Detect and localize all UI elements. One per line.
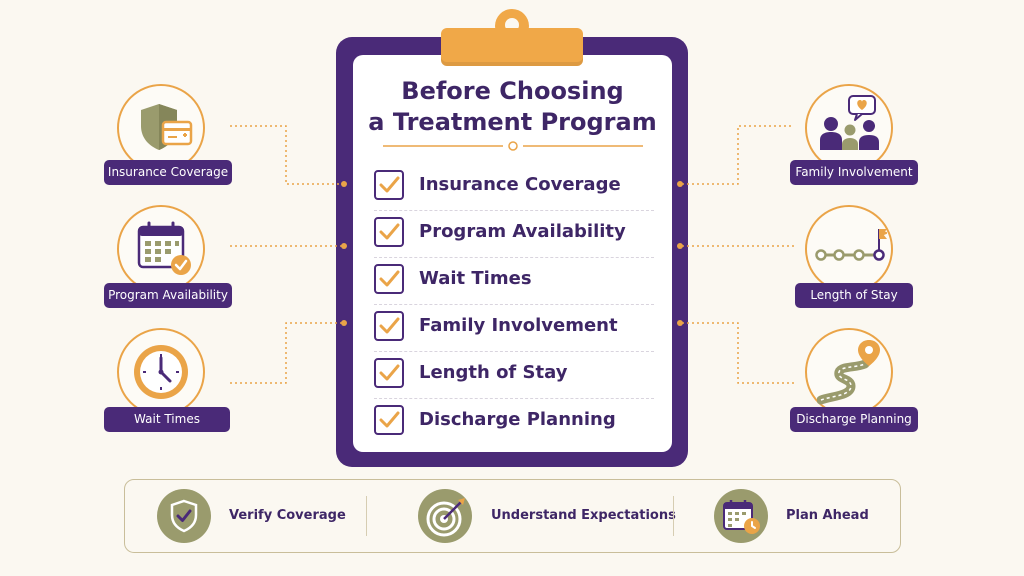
plan-ahead-badge	[714, 489, 768, 543]
wait-times-circle	[117, 328, 205, 416]
bottom-summary-bar	[124, 479, 901, 553]
target-icon	[426, 498, 465, 537]
row-divider	[374, 257, 654, 258]
side-label-pill: Family Involvement	[790, 160, 918, 185]
checkbox-checked-icon	[374, 311, 404, 341]
checkbox-checked-icon	[374, 217, 404, 247]
calendar-clock-icon	[723, 500, 760, 534]
connector-line	[677, 125, 794, 187]
clock-icon	[134, 345, 188, 399]
connector-line	[677, 320, 794, 384]
checkbox-checked-icon	[374, 264, 404, 294]
checklist-item: Family Involvement	[374, 311, 654, 357]
title-divider	[383, 141, 643, 151]
understand-expectations-label: Understand Expectations	[491, 508, 676, 523]
side-label-pill: Insurance Coverage	[104, 160, 232, 185]
clipboard-paper	[353, 55, 672, 452]
timeline-flag-icon	[815, 229, 887, 261]
shield-check-icon	[170, 499, 198, 533]
connector-line	[230, 125, 347, 187]
connector-line	[230, 243, 347, 249]
family-circle	[805, 84, 893, 172]
row-divider	[374, 304, 654, 305]
discharge-circle	[805, 328, 893, 416]
road-pin-icon	[817, 340, 880, 405]
checklist-item: Discharge Planning	[374, 405, 654, 451]
row-divider	[374, 398, 654, 399]
side-label-pill: Program Availability	[104, 283, 232, 308]
side-label-pill: Wait Times	[104, 407, 230, 432]
availability-circle	[117, 205, 205, 293]
checklist-item: Program Availability	[374, 217, 654, 263]
verify-coverage-label: Verify Coverage	[229, 508, 346, 523]
plan-ahead-label: Plan Ahead	[786, 508, 869, 523]
side-label-pill: Discharge Planning	[790, 407, 918, 432]
connector-line	[230, 320, 347, 384]
row-divider	[374, 351, 654, 352]
row-divider	[374, 210, 654, 211]
bar-divider	[366, 496, 367, 536]
checklist-item-label: Program Availability	[419, 221, 626, 242]
length-of-stay-circle	[805, 205, 893, 293]
checkbox-checked-icon	[374, 358, 404, 388]
checkbox-checked-icon	[374, 170, 404, 200]
insurance-circle	[117, 84, 205, 172]
connector-line	[677, 243, 794, 249]
checklist-item-label: Discharge Planning	[419, 409, 616, 430]
checklist-item-label: Insurance Coverage	[419, 174, 621, 195]
checklist-item: Insurance Coverage	[374, 170, 654, 216]
title-line-2: a Treatment Program	[368, 108, 657, 136]
shield-card-icon	[141, 104, 193, 150]
checklist-item-label: Length of Stay	[419, 362, 568, 383]
side-label-pill: Length of Stay	[795, 283, 913, 308]
checklist-item: Wait Times	[374, 264, 654, 310]
bar-divider	[673, 496, 674, 536]
title-line-1: Before Choosing	[401, 77, 624, 105]
checklist-item-label: Wait Times	[419, 268, 532, 289]
clipboard-clip	[441, 28, 583, 66]
checkbox-checked-icon	[374, 405, 404, 435]
calendar-check-icon	[137, 221, 191, 275]
understand-expectations-badge	[418, 489, 472, 543]
page-title: Before Choosing a Treatment Program	[353, 76, 672, 138]
checklist-item-label: Family Involvement	[419, 315, 618, 336]
family-heart-icon	[820, 95, 879, 150]
verify-coverage-badge	[157, 489, 211, 543]
checklist-item: Length of Stay	[374, 358, 654, 404]
